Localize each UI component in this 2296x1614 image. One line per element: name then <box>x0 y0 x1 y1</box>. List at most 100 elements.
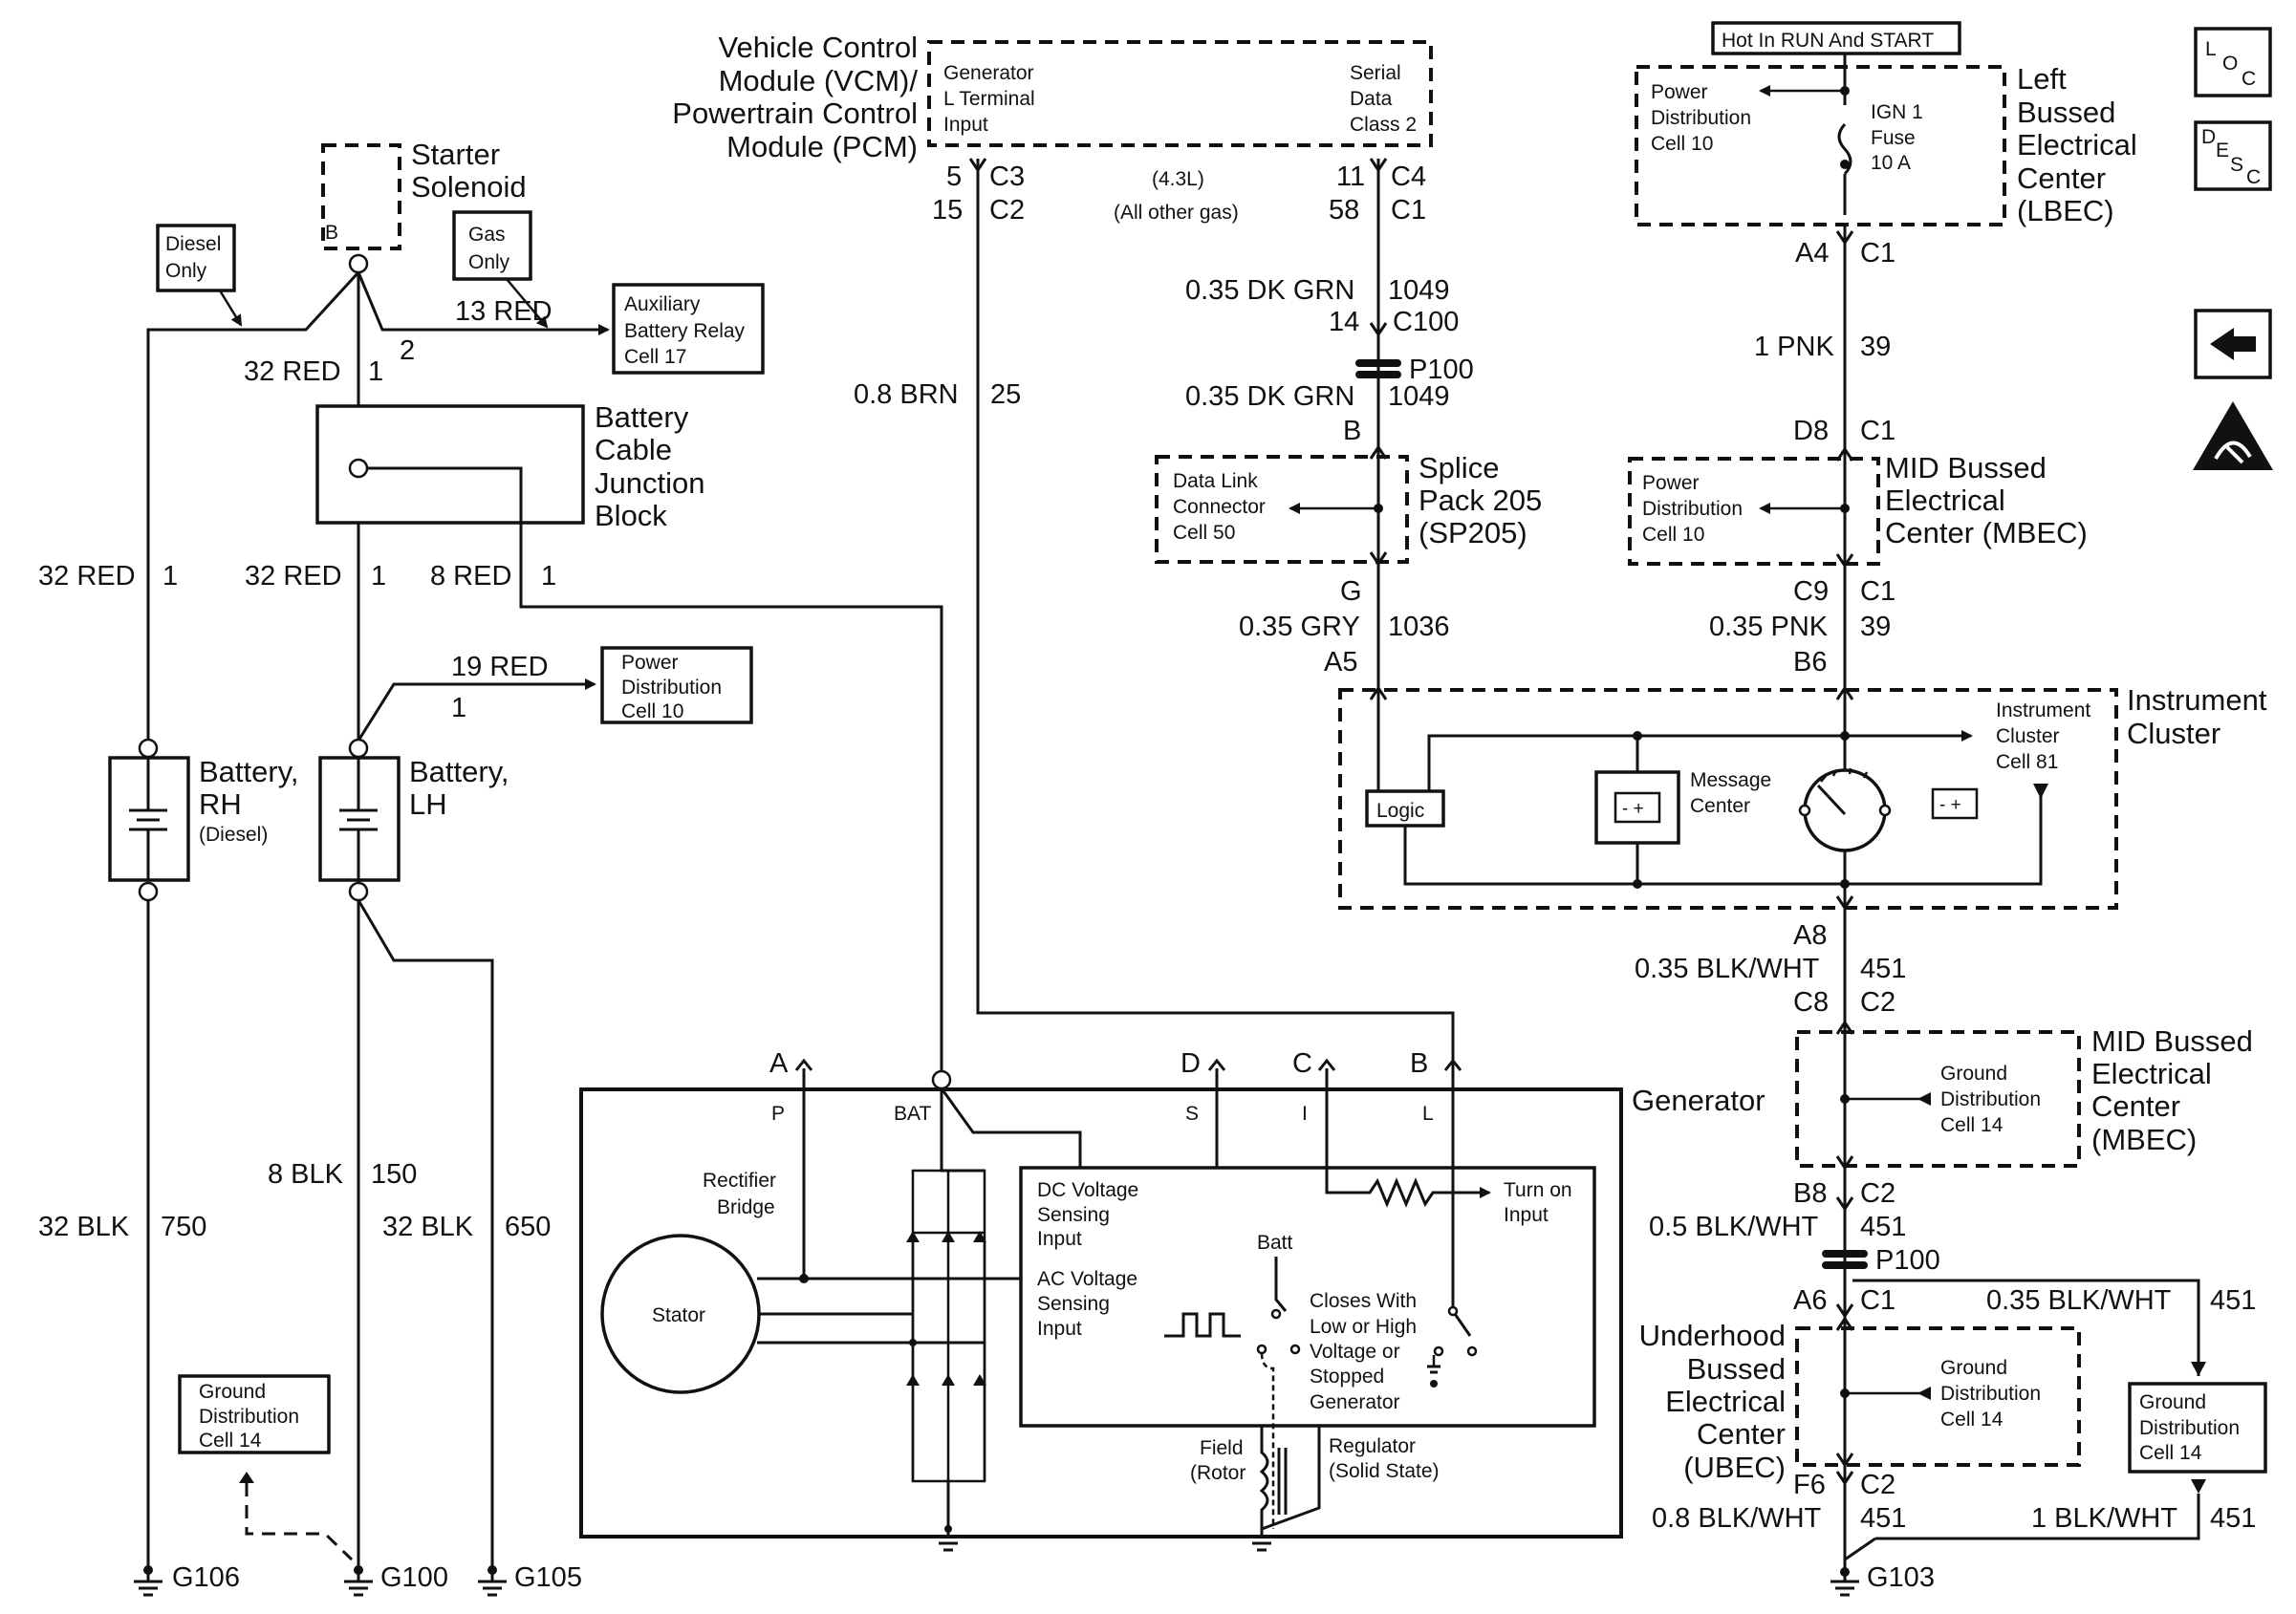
svg-text:Sensing: Sensing <box>1037 1204 1110 1226</box>
svg-text:BAT: BAT <box>894 1103 931 1125</box>
svg-text:L Terminal: L Terminal <box>943 88 1035 110</box>
svg-text:Connector: Connector <box>1173 496 1266 518</box>
svg-text:Cell 50: Cell 50 <box>1173 522 1235 544</box>
loc-icon[interactable]: LOC <box>2194 27 2272 97</box>
svg-text:Logic: Logic <box>1376 800 1424 822</box>
svg-text:Cell 14: Cell 14 <box>199 1430 262 1452</box>
svg-text:Junction: Junction <box>595 466 704 500</box>
instrument-cluster: Logic - + Message Center - + Instrument … <box>1338 683 2267 911</box>
svg-text:Cell 14: Cell 14 <box>1940 1409 2004 1431</box>
svg-text:F6: F6 <box>1793 1470 1826 1500</box>
svg-text:C1: C1 <box>1860 238 1895 269</box>
svg-text:B8: B8 <box>1793 1178 1827 1209</box>
svg-text:Cell 14: Cell 14 <box>2139 1442 2202 1464</box>
svg-text:Power: Power <box>1642 472 1700 494</box>
svg-text:G100: G100 <box>380 1562 448 1593</box>
svg-text:C1: C1 <box>1391 195 1426 226</box>
svg-text:C2: C2 <box>1860 987 1895 1018</box>
svg-text:Cell 17: Cell 17 <box>624 346 686 368</box>
ground-distribution-ref-left[interactable]: Ground Distribution Cell 14 <box>178 1374 354 1561</box>
svg-text:Sensing: Sensing <box>1037 1293 1110 1315</box>
svg-text:G106: G106 <box>172 1562 240 1593</box>
splice-p100-lower <box>1822 1250 1868 1269</box>
svg-text:39: 39 <box>1860 612 1891 642</box>
svg-text:1: 1 <box>541 561 556 592</box>
battery-rh: Battery, RH (Diesel) <box>108 738 299 902</box>
svg-text:Battery Relay: Battery Relay <box>624 320 746 342</box>
svg-text:RH: RH <box>199 787 242 821</box>
svg-text:Distribution: Distribution <box>1940 1088 2041 1110</box>
svg-text:Power: Power <box>1651 81 1708 103</box>
svg-text:Ground: Ground <box>2139 1391 2206 1413</box>
svg-text:(MBEC): (MBEC) <box>2091 1123 2197 1156</box>
svg-text:C4: C4 <box>1391 161 1426 192</box>
svg-text:1 PNK: 1 PNK <box>1754 332 1834 362</box>
svg-text:Bussed: Bussed <box>2017 96 2115 129</box>
svg-text:Turn on: Turn on <box>1504 1179 1572 1201</box>
svg-text:Distribution: Distribution <box>2139 1417 2240 1439</box>
svg-text:8 BLK: 8 BLK <box>268 1159 344 1190</box>
svg-text:Stator: Stator <box>652 1304 705 1326</box>
svg-text:Battery,: Battery, <box>409 755 509 788</box>
svg-text:11: 11 <box>1336 161 1365 192</box>
svg-text:(SP205): (SP205) <box>1419 516 1527 549</box>
back-arrow-icon[interactable] <box>2194 309 2272 379</box>
mbec-upper: Power Distribution Cell 10 MID Bussed El… <box>1628 446 2088 569</box>
svg-text:0.35 BLK/WHT: 0.35 BLK/WHT <box>1986 1285 2172 1316</box>
svg-text:Ground: Ground <box>1940 1063 2007 1085</box>
svg-text:D: D <box>1180 1048 1201 1079</box>
mbec-lower: Ground Distribution Cell 14 MID Bussed E… <box>1795 1020 2253 1171</box>
lbec-module: Hot In RUN And START Power Distribution … <box>1635 21 2137 227</box>
svg-text:Vehicle Control: Vehicle Control <box>718 31 918 64</box>
svg-text:25: 25 <box>990 379 1021 410</box>
svg-text:1036: 1036 <box>1388 612 1450 642</box>
svg-text:MID Bussed: MID Bussed <box>2091 1024 2253 1058</box>
svg-text:Electrical: Electrical <box>1885 484 2005 517</box>
svg-text:Closes With: Closes With <box>1310 1290 1417 1312</box>
svg-text:58: 58 <box>1329 195 1359 226</box>
svg-text:Solenoid: Solenoid <box>411 170 527 204</box>
power-distribution-ref-left[interactable]: Power Distribution Cell 10 <box>600 646 753 724</box>
battery-cable-junction-block: Battery Cable Junction Block <box>315 400 704 571</box>
svg-text:Pack 205: Pack 205 <box>1419 484 1542 517</box>
aux-battery-relay-ref[interactable]: Auxiliary Battery Relay Cell 17 <box>612 283 765 375</box>
svg-text:Electrical: Electrical <box>1665 1385 1786 1418</box>
svg-text:C9: C9 <box>1793 576 1829 607</box>
svg-text:G: G <box>1340 576 1362 607</box>
ubec-module: Ground Distribution Cell 14 Underhood Bu… <box>1639 1316 2081 1484</box>
svg-text:Module (PCM): Module (PCM) <box>726 130 918 163</box>
ground-distribution-ref-right[interactable]: Ground Distribution Cell 14 <box>2128 1382 2267 1474</box>
svg-text:650: 650 <box>505 1212 551 1242</box>
svg-text:Distribution: Distribution <box>1651 107 1751 129</box>
svg-text:451: 451 <box>2210 1503 2256 1534</box>
svg-text:D8: D8 <box>1793 416 1829 446</box>
svg-text:451: 451 <box>1860 954 1906 984</box>
svg-text:DC Voltage: DC Voltage <box>1037 1179 1138 1201</box>
svg-text:Center (MBEC): Center (MBEC) <box>1885 516 2088 549</box>
svg-text:39: 39 <box>1860 332 1891 362</box>
svg-text:- +: - + <box>1939 795 1961 815</box>
svg-text:Rectifier: Rectifier <box>703 1170 776 1192</box>
svg-text:- +: - + <box>1622 799 1644 819</box>
svg-text:1049: 1049 <box>1388 381 1450 412</box>
svg-text:Input: Input <box>1037 1228 1082 1250</box>
svg-text:A8: A8 <box>1793 920 1827 951</box>
svg-text:Electrical: Electrical <box>2017 128 2137 161</box>
svg-text:Only: Only <box>468 251 510 273</box>
svg-text:Bussed: Bussed <box>1687 1352 1786 1386</box>
svg-text:Cell 14: Cell 14 <box>1940 1114 2004 1136</box>
svg-text:Stopped: Stopped <box>1310 1366 1384 1388</box>
svg-text:32 RED: 32 RED <box>245 561 342 592</box>
svg-text:Cell 81: Cell 81 <box>1996 751 2058 773</box>
svg-text:0.8 BLK/WHT: 0.8 BLK/WHT <box>1652 1503 1822 1534</box>
vcm-pcm-module: Vehicle Control Module (VCM)/ Powertrain… <box>672 31 1433 163</box>
svg-text:Cluster: Cluster <box>2127 717 2220 750</box>
splice-p100-upper <box>1355 359 1401 378</box>
svg-text:(All other gas): (All other gas) <box>1114 202 1239 224</box>
svg-text:Input: Input <box>1037 1318 1082 1340</box>
svg-text:Cell 10: Cell 10 <box>621 700 683 722</box>
svg-text:Gas: Gas <box>468 224 506 246</box>
svg-text:0.35 DK GRN: 0.35 DK GRN <box>1185 381 1354 412</box>
svg-text:Electrical: Electrical <box>2091 1057 2212 1090</box>
